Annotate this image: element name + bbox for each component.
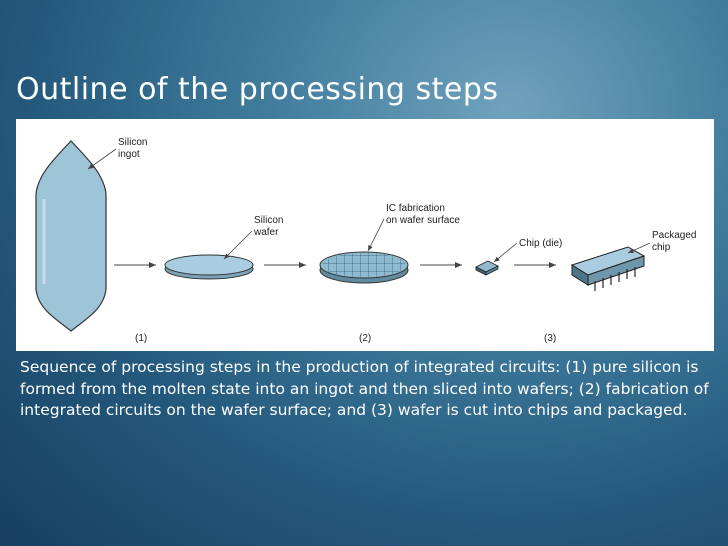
figure-caption: Sequence of processing steps in the prod…: [20, 358, 709, 419]
ingot-label-line1: Silicon: [118, 137, 147, 148]
packaged-label-line1: Packaged: [652, 230, 696, 241]
process-diagram: Silicon ingot Silicon wafer IC fabricati…: [35, 137, 696, 344]
wafer-label-line2: wafer: [253, 227, 279, 238]
ic-label-line1: IC fabrication: [386, 203, 445, 214]
patterned-wafer-icon: [319, 251, 409, 284]
step-label-2: (2): [359, 333, 371, 344]
silicon-ingot-icon: [35, 140, 107, 332]
step-label-1: (1): [135, 333, 147, 344]
chip-die-icon: [475, 260, 499, 276]
slide-title: Outline of the processing steps: [16, 72, 499, 107]
ingot-label-line2: ingot: [118, 149, 140, 160]
process-figure: Silicon ingot Silicon wafer IC fabricati…: [16, 119, 714, 351]
silicon-wafer-icon: [164, 254, 254, 280]
chip-label: Chip (die): [519, 238, 562, 249]
packaged-chip-icon: [570, 246, 646, 291]
ic-label-line2: on wafer surface: [386, 215, 460, 226]
packaged-label-line2: chip: [652, 242, 671, 253]
step-label-3: (3): [544, 333, 556, 344]
wafer-label-line1: Silicon: [254, 215, 283, 226]
